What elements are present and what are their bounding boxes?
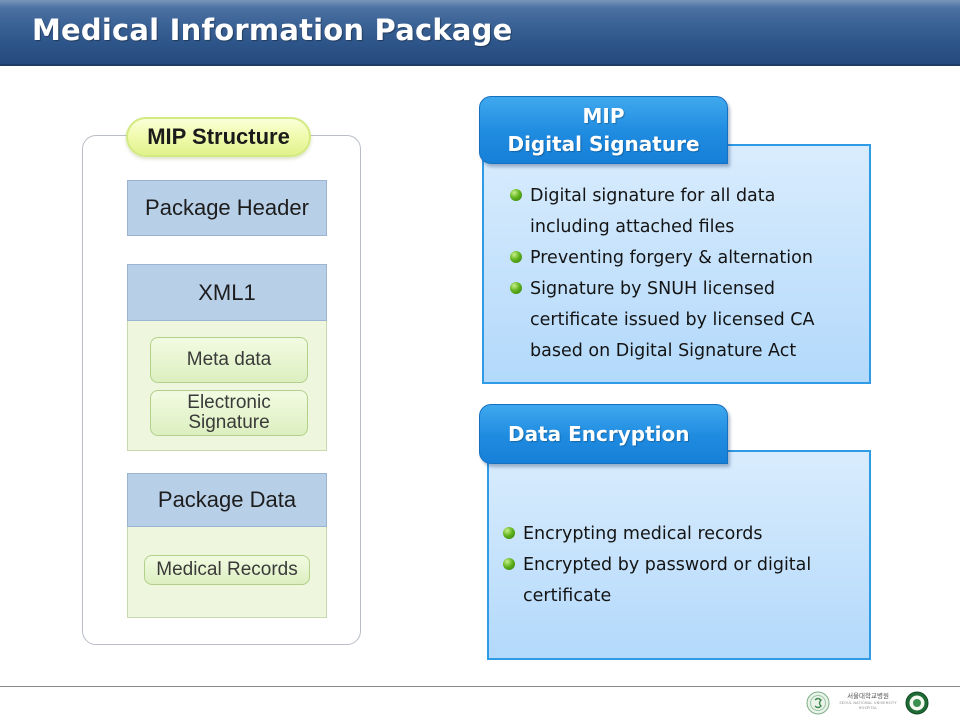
title-bar: Medical Information Package xyxy=(0,0,960,66)
list-item: Encrypted by password or digital certifi… xyxy=(503,550,853,612)
bullet-icon xyxy=(510,251,522,263)
hospital-name-en: SEOUL NATIONAL UNIVERSITY HOSPITAL xyxy=(839,701,897,710)
medical-records-label: Medical Records xyxy=(156,559,298,580)
bullet-text-line: Signature by SNUH licensed xyxy=(530,279,775,299)
snuh-seal-icon xyxy=(905,691,929,715)
package-data-box: Package Data xyxy=(127,473,327,527)
bullet-text-line: certificate issued by licensed CA xyxy=(530,310,815,330)
data-encryption-tab: Data Encryption xyxy=(479,404,728,464)
bullet-icon xyxy=(503,558,515,570)
digital-signature-tab-line-1: MIP xyxy=(582,104,625,128)
bullet-text-line: Preventing forgery & alternation xyxy=(530,248,813,268)
data-encryption-list: Encrypting medical records Encrypted by … xyxy=(503,519,853,612)
page-title: Medical Information Package xyxy=(32,13,513,47)
medical-records-box: Medical Records xyxy=(144,555,310,585)
bullet-text-line: Digital signature for all data xyxy=(530,186,776,206)
electronic-signature-line-2: Signature xyxy=(188,412,270,433)
xml1-box: XML1 xyxy=(127,264,327,321)
hospital-name: 서울대학교병원 SEOUL NATIONAL UNIVERSITY HOSPIT… xyxy=(834,692,902,711)
electronic-signature-line-1: Electronic xyxy=(187,392,271,413)
mip-structure-label: MIP Structure xyxy=(126,117,311,157)
data-encryption-panel xyxy=(487,450,871,660)
meta-data-label: Meta data xyxy=(186,349,272,370)
bullet-icon xyxy=(510,282,522,294)
package-header-box: Package Header xyxy=(127,180,327,236)
bullet-icon xyxy=(503,527,515,539)
list-item: Signature by SNUH licensed certificate i… xyxy=(510,274,860,367)
digital-signature-tab-line-2: Digital Signature xyxy=(507,132,700,156)
bullet-text-line: certificate xyxy=(523,586,612,606)
bullet-text-line: based on Digital Signature Act xyxy=(530,341,797,361)
list-item: Preventing forgery & alternation xyxy=(510,243,860,274)
digital-signature-list: Digital signature for all data including… xyxy=(510,181,860,367)
list-item: Encrypting medical records xyxy=(503,519,853,550)
list-item: Digital signature for all data including… xyxy=(510,181,860,243)
meta-data-box: Meta data xyxy=(150,337,308,383)
bullet-text-line: Encrypting medical records xyxy=(523,524,763,544)
electronic-signature-box: Electronic Signature xyxy=(150,390,308,436)
hospital-name-ko: 서울대학교병원 xyxy=(847,692,889,700)
digital-signature-tab: MIP Digital Signature xyxy=(479,96,728,164)
footer-divider xyxy=(0,686,960,687)
bullet-text-line: Encrypted by password or digital xyxy=(523,555,812,575)
data-encryption-tab-label: Data Encryption xyxy=(508,422,690,446)
digital-signature-panel xyxy=(482,144,871,384)
snuh-emblem-icon xyxy=(806,691,830,715)
bullet-text-line: including attached files xyxy=(530,217,735,237)
bullet-icon xyxy=(510,189,522,201)
